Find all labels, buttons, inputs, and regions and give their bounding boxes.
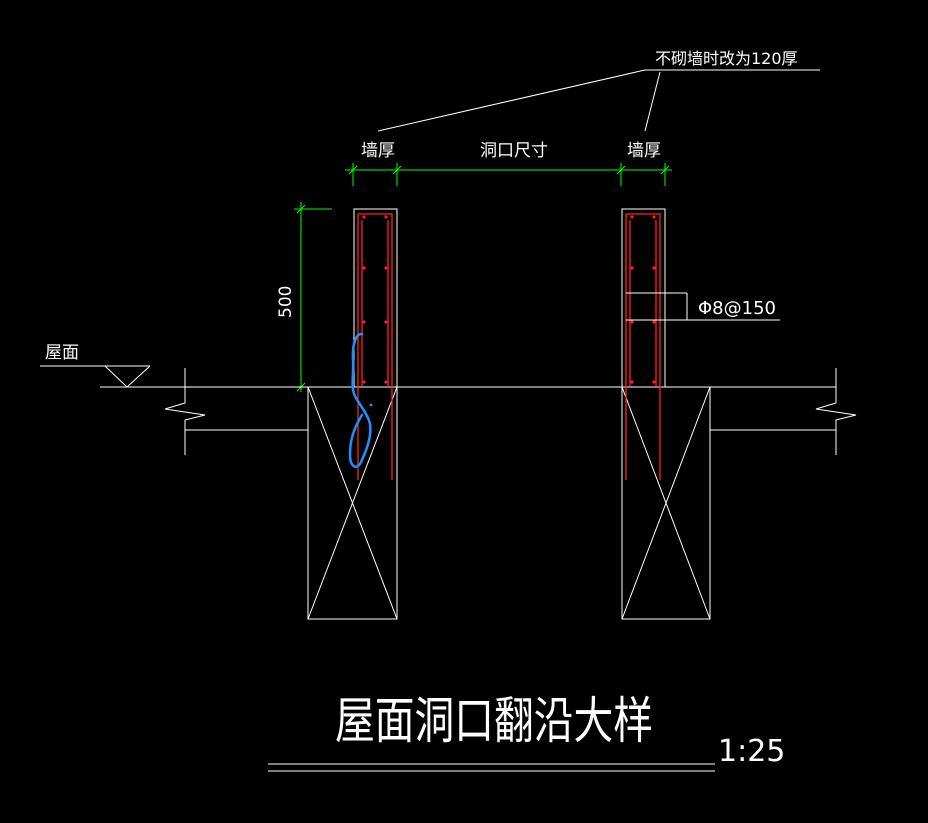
rebar-leader (626, 292, 780, 321)
drawing-scale: 1:25 (718, 734, 785, 769)
annotation-dot (369, 403, 373, 407)
right-rebar (625, 213, 661, 480)
left-upstand-wall (353, 208, 398, 388)
roof-elevation-marker (40, 365, 151, 388)
roof-slab (100, 368, 857, 455)
right-rebar-dots (630, 215, 656, 384)
height-dim-label: 500 (276, 286, 296, 318)
height-dimension-line (294, 202, 332, 392)
opening-size-label: 洞口尺寸 (480, 141, 548, 161)
hand-drawn-annotation (348, 332, 372, 468)
left-rebar-dots (362, 215, 388, 384)
right-beam (621, 386, 711, 620)
roof-label: 屋面 (45, 343, 79, 363)
top-dimension-line (345, 163, 672, 186)
drawing-title: 屋面洞口翻沿大样 (335, 692, 653, 750)
left-beam (307, 386, 398, 620)
right-upstand-wall (621, 208, 666, 388)
left-rebar (357, 213, 393, 480)
rebar-label: Φ8@150 (698, 298, 776, 319)
wall-thickness-right-label: 墙厚 (627, 141, 661, 161)
note-label: 不砌墙时改为120厚 (655, 49, 798, 68)
note-leader (377, 69, 820, 132)
wall-thickness-left-label: 墙厚 (361, 141, 395, 161)
title-underline (268, 763, 715, 772)
